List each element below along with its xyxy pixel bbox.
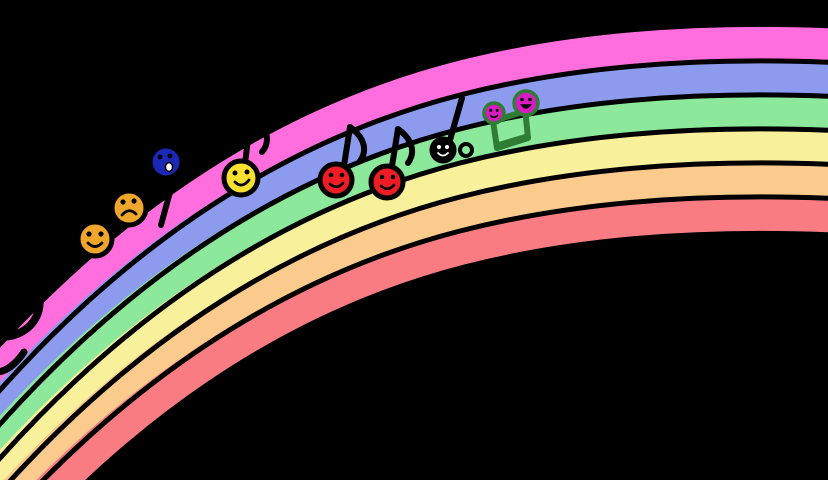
rainbow-band-blue (0, 60, 828, 433)
rainbow-band-green (0, 94, 828, 467)
rainbow-band-red (36, 196, 828, 480)
staff-lines (0, 58, 828, 480)
treble-clef-bowl (0, 269, 44, 341)
note-5-eye-right (339, 172, 345, 178)
note-7-eye-right (445, 145, 449, 149)
note-group-black (429, 95, 474, 164)
staff-line-5 (39, 194, 828, 480)
note-4-head (221, 158, 261, 198)
treble-clef-hook (0, 348, 28, 376)
note-3-mouth-surprised (164, 161, 174, 173)
note-7-stem (447, 95, 465, 143)
note-7-mouth-smile (437, 152, 449, 157)
note-9-head (512, 89, 540, 117)
treble-clef (0, 234, 44, 376)
note-2-eye-left (120, 199, 126, 205)
note-5-mouth-smile (328, 181, 345, 189)
note-8-head (482, 101, 506, 125)
note-1-headcircle (75, 219, 115, 259)
note-8-eye-right (495, 108, 499, 112)
note-9-eye-right (528, 97, 532, 102)
rainbow-band-orange (3, 162, 828, 480)
rainbow-band-pink (0, 26, 828, 399)
note-beam-outer (79, 162, 125, 218)
note-8-headcircle (482, 101, 506, 125)
note-3-headcircle (147, 143, 185, 181)
note-6-eye-left (379, 174, 385, 180)
note-7-augmentation-dot (458, 142, 474, 158)
staff-line-2 (0, 92, 828, 428)
note-2-headcircle (109, 188, 149, 228)
note-3-eye-right (167, 153, 173, 159)
note-4-mouth-smile (233, 178, 251, 187)
note-4-eye-left (232, 170, 238, 176)
note-7-headcircle (429, 136, 457, 164)
note-5-headcircle (317, 161, 355, 199)
note-6-head (368, 163, 406, 201)
note-8-stem (490, 118, 500, 151)
note-4-headcircle (221, 158, 261, 198)
note-8-eye-left (489, 108, 493, 112)
treble-clef-stem (0, 234, 44, 336)
staff-line-4 (7, 160, 828, 480)
note-5-head (317, 161, 355, 199)
note-4-eye-right (244, 169, 250, 175)
note-group-red-1 (317, 124, 368, 199)
staff-line-3 (0, 126, 828, 462)
note-1-head (75, 219, 115, 259)
note-6-headcircle (368, 163, 406, 201)
staff-line-1 (0, 58, 828, 394)
note-8-mouth-smile (489, 114, 499, 119)
note-group-orange-beamed (74, 147, 149, 259)
note-group-purple-beamed (482, 89, 540, 151)
note-group-yellow (221, 111, 270, 198)
note-9-headcircle (512, 89, 540, 117)
note-2-head (109, 188, 149, 228)
note-3-eye-left (157, 154, 163, 160)
note-7-eye-left (437, 145, 441, 149)
note-6-mouth-smile (379, 183, 396, 191)
note-3-head (147, 143, 185, 181)
note-beam-purple-bottom (494, 135, 531, 151)
note-5-flag (347, 124, 368, 164)
note-4-flag (248, 111, 270, 155)
rainbow-band-yellow (0, 128, 828, 480)
note-group-red-2 (368, 126, 416, 201)
note-beam-inner (74, 147, 118, 196)
rainbow-arc (0, 26, 828, 480)
note-group-blue (147, 143, 185, 228)
note-1-mouth-smile (86, 241, 104, 248)
note-9-eye-left (520, 97, 524, 102)
note-6-flag (395, 126, 416, 166)
note-6-eye-right (390, 174, 396, 180)
note-1-eye-left (86, 231, 92, 237)
note-9-mouth-smile (520, 104, 532, 109)
note-5-eye-left (328, 172, 334, 178)
note-1-eye-right (98, 231, 104, 237)
note-3-stem (158, 167, 179, 228)
note-7-head (429, 136, 457, 164)
note-2-mouth-frown (120, 209, 138, 217)
note-2-eye-right (131, 198, 137, 204)
